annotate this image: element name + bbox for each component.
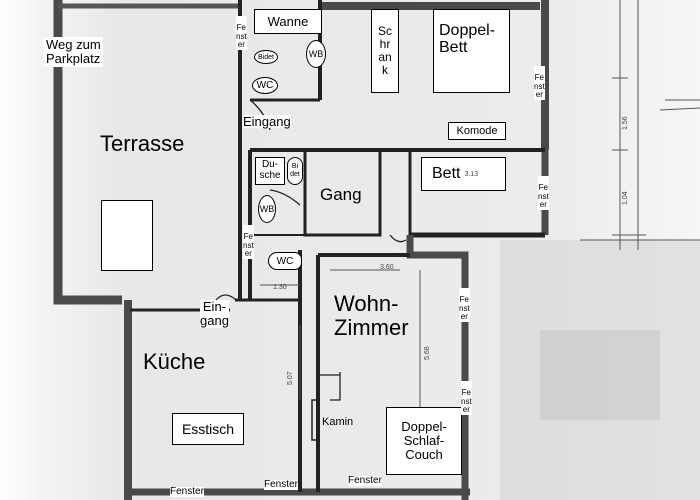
fenster-label: Fe nst er [461, 388, 472, 415]
weg-zum-parkplatz-label: Weg zum Parkplatz [44, 37, 103, 68]
fenster-window: Fe nst er [459, 288, 470, 322]
wb-top-fixture: WB [306, 40, 326, 68]
schrank-label: Sc hr an k [377, 24, 392, 77]
bidet-top-fixture: Bidet [254, 50, 278, 64]
bett-dimension: 3.13 [464, 170, 479, 178]
doppelbett-label: Doppel- Bett [439, 22, 496, 57]
dimension-label: 1.30 [273, 284, 287, 291]
dimension-label: 3.60 [380, 264, 394, 271]
fenster-window-bottom: Fenster [264, 480, 298, 490]
fenster-label: Fe nst er [534, 73, 545, 100]
wb-mid-fixture: WB [258, 195, 276, 223]
fenster-label: Fe nst er [459, 295, 470, 322]
bett-label: Bett [432, 165, 461, 182]
fenster-label: Fenster [170, 486, 204, 497]
wanne-bathtub: Wanne [254, 9, 322, 34]
dimension-label: 1.04 [622, 191, 629, 205]
dusche-label: Du- sche [259, 159, 281, 181]
dimension-label: 1.56 [622, 116, 629, 130]
kamin-label: Kamin [322, 416, 354, 428]
kueche-label: Küche [143, 349, 206, 374]
wohnzimmer-label: Wohn- Zimmer [334, 291, 409, 340]
bett-bed: Bett 3.13 [421, 157, 506, 191]
schrank-wardrobe: Sc hr an k [371, 9, 399, 93]
fenster-window: Fe nst er [538, 176, 549, 210]
fenster-window: Fe nst er [534, 66, 545, 100]
fenster-window: Fe nst er [461, 381, 472, 415]
dimension-label: 5.68 [424, 346, 431, 360]
terrasse-table [101, 200, 153, 271]
wc-mid-label: WC [276, 255, 294, 267]
bidet-mid-label: Bi det [290, 163, 300, 178]
fenster-label: Fe nst er [236, 23, 247, 50]
fenster-label: Fe nst er [243, 232, 254, 259]
wc-mid-fixture: WC [268, 252, 302, 270]
wb-top-label: WB [308, 49, 324, 59]
komode-dresser: Komode [448, 122, 506, 140]
wc-top-label: WC [256, 80, 274, 91]
photo-background-shade [540, 330, 660, 420]
wc-top-fixture: WC [252, 77, 278, 94]
fenster-label: Fenster [264, 479, 298, 490]
fenster-window-bottom: Fenster [348, 476, 382, 486]
fenster-window: Fe nst er [243, 225, 254, 259]
wanne-label: Wanne [267, 14, 309, 29]
fenster-window: Fe nst er [236, 16, 247, 50]
dimension-label: 5.07 [287, 371, 294, 385]
fenster-window-bottom: Fenster [170, 487, 204, 497]
couch-label: Doppel- Schlaf- Couch [401, 418, 447, 463]
wb-mid-label: WB [259, 204, 275, 214]
esstisch-table: Esstisch [172, 413, 244, 445]
dusche-shower: Du- sche [255, 157, 285, 185]
gang-label: Gang [320, 185, 362, 204]
doppel-schlaf-couch: Doppel- Schlaf- Couch [386, 407, 462, 475]
fenster-label: Fenster [348, 475, 382, 486]
eingang-left-label: Ein- gang [200, 299, 229, 329]
komode-label: Komode [456, 125, 498, 137]
terrasse-label: Terrasse [100, 131, 185, 156]
fenster-label: Fe nst er [538, 183, 549, 210]
bidet-top-label: Bidet [258, 53, 274, 61]
eingang-top-label: Eingang [243, 114, 291, 129]
bidet-mid-fixture: Bi det [287, 157, 303, 185]
doppelbett-bed: Doppel- Bett [433, 9, 510, 93]
esstisch-label: Esstisch [181, 421, 235, 437]
